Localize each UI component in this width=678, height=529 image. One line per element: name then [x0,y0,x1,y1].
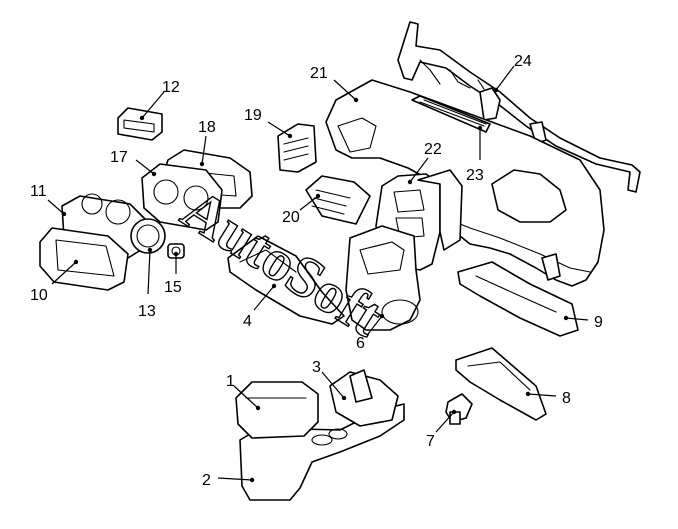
part-cross-beam [397,21,641,193]
part-instrument-panel [325,79,605,287]
callout-11: 11 [30,183,47,200]
part-defroster-grille [411,95,491,133]
callout-12: 12 [162,79,180,96]
callout-2: 2 [202,472,211,489]
part-lower-trim-left [227,235,345,325]
part-lower-trim-right [457,261,579,337]
part-armrest-lid [235,381,319,439]
part-cluster-lens [141,163,223,231]
callout-3: 3 [312,359,321,376]
callout-17: 17 [110,149,128,166]
callout-7: 7 [426,433,435,450]
leader-lines [47,65,589,481]
callout-24: 24 [514,53,532,70]
callout-23: 23 [466,167,484,184]
part-side-vent [277,123,317,173]
callout-9: 9 [594,314,603,331]
callout-19: 19 [244,107,262,124]
part-round-gauge [130,218,166,254]
callout-20: 20 [282,209,300,226]
part-ignition-switch [445,393,473,425]
part-shift-bezel [329,369,399,427]
leader-dots [61,87,569,483]
callout-1: 1 [226,373,235,390]
part-radio-housing [345,225,421,331]
part-glove-box [455,347,547,421]
part-console-base [239,403,405,501]
callout-6: 6 [356,335,365,352]
callout-22: 22 [424,141,442,158]
callout-18: 18 [198,119,216,136]
callout-8: 8 [562,390,571,407]
callout-4: 4 [243,313,252,330]
callout-13: 13 [138,303,156,320]
callout-labels: 1 2 3 4 6 7 8 9 10 11 12 13 15 17 18 19 … [30,53,603,489]
part-small-panel [117,107,163,141]
callout-10: 10 [30,287,48,304]
callout-15: 15 [164,279,182,296]
callout-21: 21 [310,65,328,82]
part-center-vent [305,175,371,225]
